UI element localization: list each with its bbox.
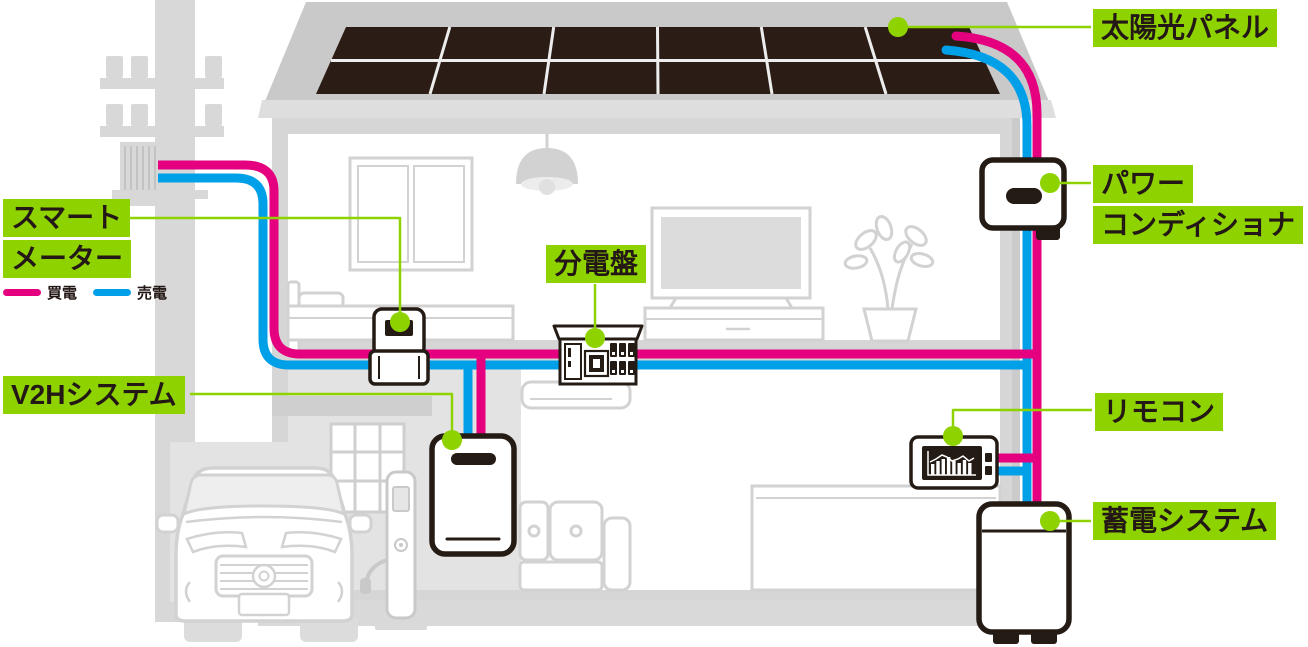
label-solar-panel-text: 太陽光パネル xyxy=(1093,9,1278,47)
potted-plant xyxy=(843,214,935,343)
smart-meter-device xyxy=(368,307,430,386)
label-power-conditioner: パワー コンディショナ xyxy=(1093,165,1304,244)
pole-transformer xyxy=(112,142,208,206)
leader-dots xyxy=(390,17,1060,531)
electric-vehicle xyxy=(155,466,373,642)
side-mirror-right xyxy=(348,513,373,534)
legend-buy-label: 買電 xyxy=(47,285,78,302)
side-mirror-left xyxy=(155,513,180,534)
emblem xyxy=(251,563,277,589)
buy-line-swatch xyxy=(3,289,41,296)
label-power-conditioner-line1: パワー xyxy=(1093,165,1194,203)
headlight-left xyxy=(185,531,248,554)
label-power-conditioner-line2: コンディショナ xyxy=(1093,206,1304,244)
label-storage-battery: 蓄電システム xyxy=(1093,502,1277,540)
distribution-board-device xyxy=(552,324,644,386)
roof xyxy=(258,2,1056,118)
license-plate xyxy=(237,592,291,617)
first-floor-furniture xyxy=(518,380,1002,592)
storage-battery-device xyxy=(976,501,1072,644)
kitchen-counter xyxy=(750,484,1002,592)
label-distribution-board: 分電盤 xyxy=(546,245,647,283)
power-conditioner-device xyxy=(979,157,1067,240)
label-distribution-board-text: 分電盤 xyxy=(546,245,647,283)
headlight-right xyxy=(280,531,343,554)
charging-station xyxy=(375,470,427,630)
label-v2h-system: V2Hシステム xyxy=(3,376,185,414)
label-v2h-system-text: V2Hシステム xyxy=(3,376,185,414)
air-conditioner xyxy=(520,380,632,410)
label-storage-battery-text: 蓄電システム xyxy=(1093,502,1277,540)
label-smart-meter-line1: スマート xyxy=(3,199,131,237)
remote-controller-device xyxy=(909,435,999,490)
label-remote-controller-text: リモコン xyxy=(1095,393,1224,431)
ground xyxy=(258,600,1022,626)
charging-cable xyxy=(360,558,388,594)
v2h-device xyxy=(429,433,517,557)
label-remote-controller: リモコン xyxy=(1095,393,1224,431)
sofa xyxy=(518,500,632,592)
windshield xyxy=(181,473,347,517)
bedroom-furniture xyxy=(286,134,578,356)
living-furniture xyxy=(643,206,935,343)
label-smart-meter-line2: メーター xyxy=(3,240,132,278)
label-smart-meter: スマート メーター xyxy=(3,199,132,278)
legend-sell-label: 売電 xyxy=(137,285,168,302)
legend-item-buy: 買電 xyxy=(3,282,77,303)
leader-lines xyxy=(123,25,1092,523)
legend-item-sell: 売電 xyxy=(93,282,167,303)
solar-panel-array xyxy=(316,26,1000,95)
pendant-lamp xyxy=(516,134,578,195)
tv xyxy=(643,206,825,342)
label-solar-panel: 太陽光パネル xyxy=(1093,9,1278,47)
sell-line-swatch xyxy=(93,289,132,296)
wire-legend: 買電 売電 xyxy=(3,282,167,303)
